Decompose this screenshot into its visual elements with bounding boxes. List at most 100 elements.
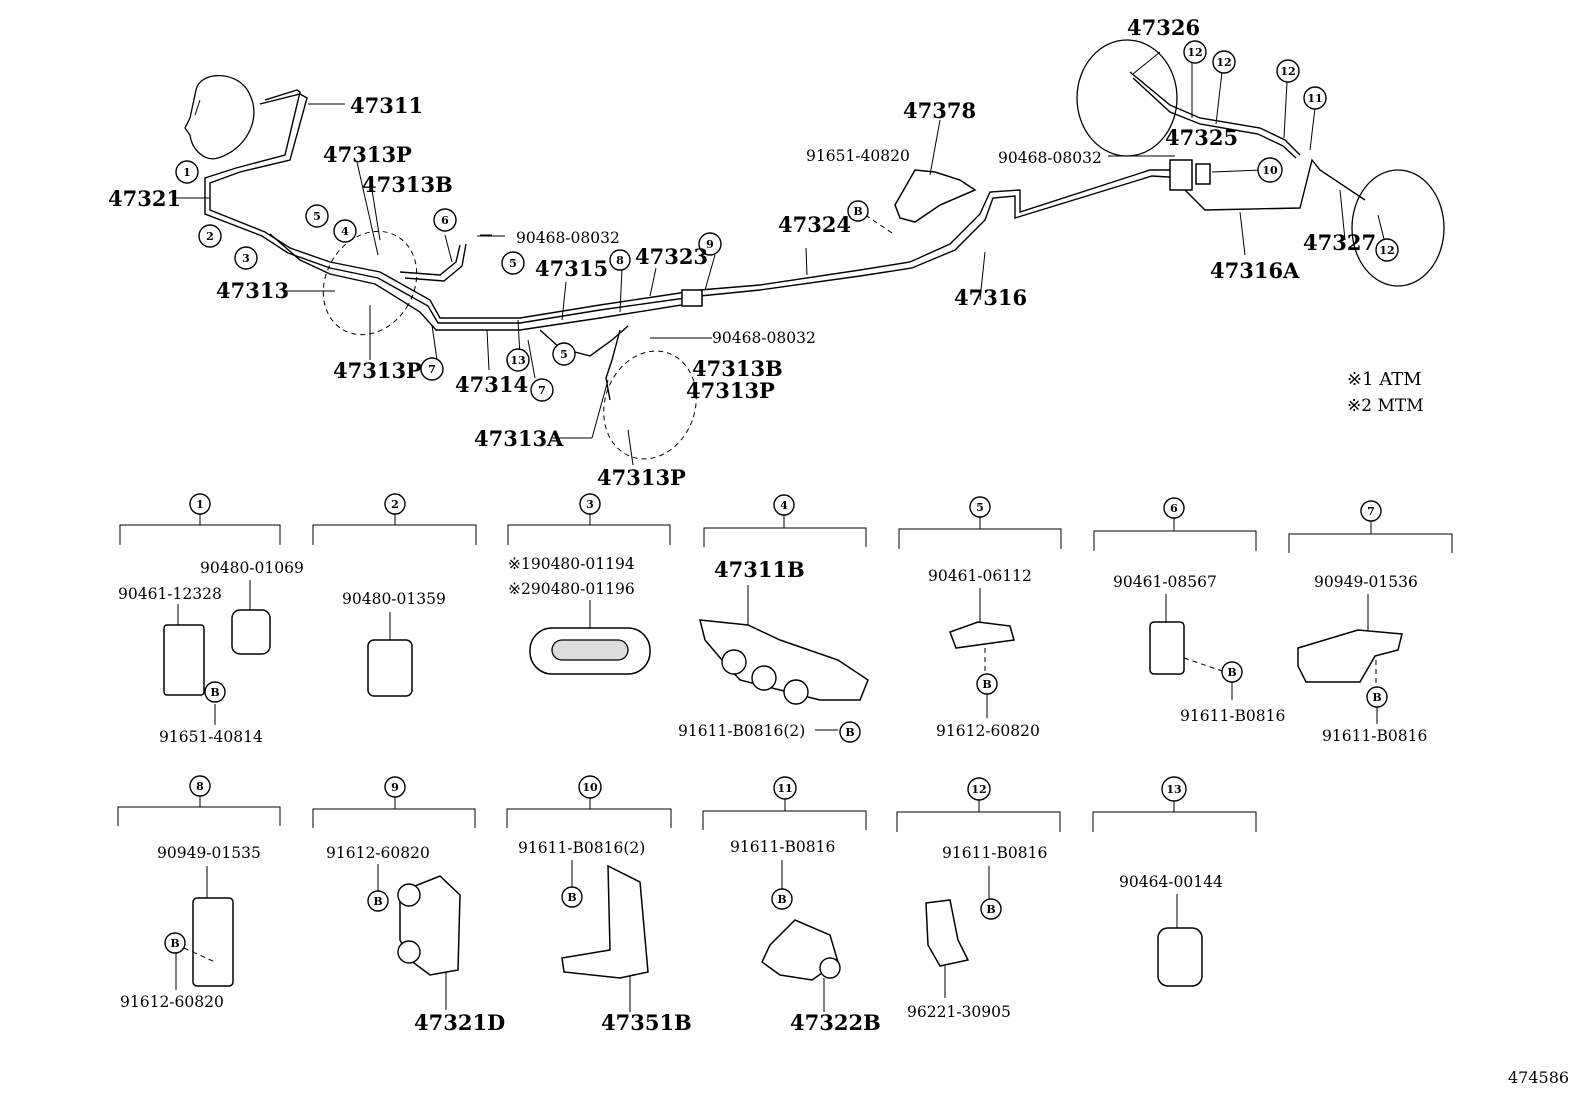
reference-number: 474586 [1508, 1068, 1569, 1087]
callout-12a: 12 [1187, 46, 1202, 59]
detail-3: 3 ※190480-01194 ※290480-01196 [507, 493, 671, 675]
label-47313P-c: 47313P [686, 378, 775, 403]
d6-part-a: 90461-08567 [1113, 573, 1217, 591]
d8-part-a: 90949-01535 [157, 844, 261, 862]
svg-text:B: B [777, 893, 786, 906]
note-mtm: ※2 MTM [1347, 396, 1424, 416]
d7-clamp [1297, 629, 1403, 683]
d12-part-b: 96221-30905 [907, 1003, 1011, 1021]
pipe-bundle [204, 71, 1366, 401]
d9-part-b: 47321D [414, 1010, 505, 1035]
label-47313A: 47313A [474, 426, 564, 451]
svg-text:12: 12 [971, 783, 986, 796]
d11-part-b: 47322B [790, 1010, 881, 1035]
detail-1: 1 90480-01069 90461-12328 91651-40814 B [118, 493, 304, 746]
label-91651-40820: 91651-40820 [806, 147, 910, 165]
label-90468-08032-c: 90468-08032 [998, 149, 1102, 167]
d8-part-b: 91612-60820 [120, 993, 224, 1011]
d2-part-a: 90480-01359 [342, 590, 446, 608]
svg-text:4: 4 [780, 499, 788, 512]
label-47324: 47324 [778, 212, 851, 237]
label-47315: 47315 [535, 256, 608, 281]
pipe-clamp-9 [681, 289, 703, 307]
label-47313P-a: 47313P [323, 142, 412, 167]
callout-5c: 5 [560, 348, 568, 361]
callout-13: 13 [510, 354, 525, 367]
label-47316: 47316 [954, 285, 1027, 310]
svg-text:B: B [1372, 691, 1381, 704]
svg-text:B: B [567, 891, 576, 904]
callout-7b: 7 [538, 384, 546, 397]
label-47314: 47314 [455, 372, 528, 397]
svg-text:3: 3 [586, 498, 594, 511]
label-47325: 47325 [1165, 125, 1238, 150]
junction-47325 [1169, 159, 1193, 191]
detail-6: 6 90461-08567 91611-B0816 B [1093, 497, 1285, 725]
d13-clamp [1157, 927, 1203, 987]
label-47313B-b: 47313B [692, 356, 783, 381]
d9-part-a: 91612-60820 [326, 844, 430, 862]
d1-clamp [163, 624, 205, 696]
d13-part-a: 90464-00144 [1119, 873, 1223, 891]
detail-13: 13 90464-00144 [1092, 776, 1257, 987]
label-47313P-b: 47313P [333, 358, 422, 383]
callout-10: 10 [1262, 164, 1278, 177]
d4-part-a: 47311B [714, 557, 805, 582]
d7-part-b: 91611-B0816 [1322, 727, 1427, 745]
detail-7: 7 90949-01536 91611-B0816 B [1288, 500, 1453, 745]
d12-clip [925, 899, 970, 967]
label-47313: 47313 [216, 278, 289, 303]
clamp-10 [1195, 163, 1211, 185]
detail-ellipse-left [322, 230, 418, 336]
leader-lines [172, 51, 1386, 466]
d10-bracket [561, 864, 649, 979]
detail-2: 2 90480-01359 [312, 493, 477, 697]
detail-8: 8 90949-01535 91612-60820 B [117, 775, 281, 1011]
label-90468-08032-b: 90468-08032 [712, 329, 816, 347]
d3-part-a: ※190480-01194 [508, 555, 635, 573]
callout-12b: 12 [1216, 56, 1231, 69]
svg-text:10: 10 [582, 781, 598, 794]
svg-text:7: 7 [1367, 505, 1375, 518]
callout-9: 9 [706, 238, 714, 251]
svg-text:6: 6 [1170, 502, 1178, 515]
d1-part-b: 90461-12328 [118, 585, 222, 603]
d7-part-a: 90949-01536 [1314, 573, 1418, 591]
label-47313P-d: 47313P [597, 465, 686, 490]
label-47311: 47311 [350, 93, 423, 118]
label-47313B-a: 47313B [362, 172, 453, 197]
note-atm: ※1 ATM [1347, 369, 1422, 390]
label-47321: 47321 [108, 186, 181, 211]
callout-4: 4 [341, 225, 349, 238]
rear-right-brake [1351, 169, 1445, 287]
label-47378: 47378 [903, 98, 976, 123]
bolt-b-upper: B [853, 205, 862, 218]
label-47323: 47323 [635, 244, 708, 269]
svg-text:B: B [845, 726, 854, 739]
d4-bracket [699, 619, 869, 701]
d2-clamp [367, 639, 413, 697]
d10-part-a: 91611-B0816(2) [518, 839, 645, 857]
label-47326: 47326 [1127, 15, 1200, 40]
detail-4: 4 47311B 91611-B0816(2) B [678, 494, 869, 743]
callout-5a: 5 [313, 210, 321, 223]
d3-part-b: ※290480-01196 [508, 580, 635, 598]
detail-ellipse-center [603, 350, 697, 460]
svg-text:B: B [982, 678, 991, 691]
callout-1: 1 [183, 166, 191, 179]
callout-5b: 5 [509, 257, 517, 270]
callout-11: 11 [1307, 92, 1322, 105]
svg-text:5: 5 [976, 501, 984, 514]
upper-callouts: 1 2 3 4 5 6 5 7 13 7 5 8 9 B 10 11 12 12… [175, 40, 1399, 402]
callout-12d: 12 [1379, 244, 1394, 257]
label-47327: 47327 [1303, 230, 1376, 255]
callout-8: 8 [616, 254, 624, 267]
svg-text:13: 13 [1166, 783, 1181, 796]
d5-clamp [949, 621, 1015, 649]
d5-part-b: 91612-60820 [936, 722, 1040, 740]
d12-part-a: 91611-B0816 [942, 844, 1047, 862]
svg-text:1: 1 [196, 498, 204, 511]
label-47316A: 47316A [1210, 258, 1300, 283]
d1-grommet [231, 609, 271, 655]
